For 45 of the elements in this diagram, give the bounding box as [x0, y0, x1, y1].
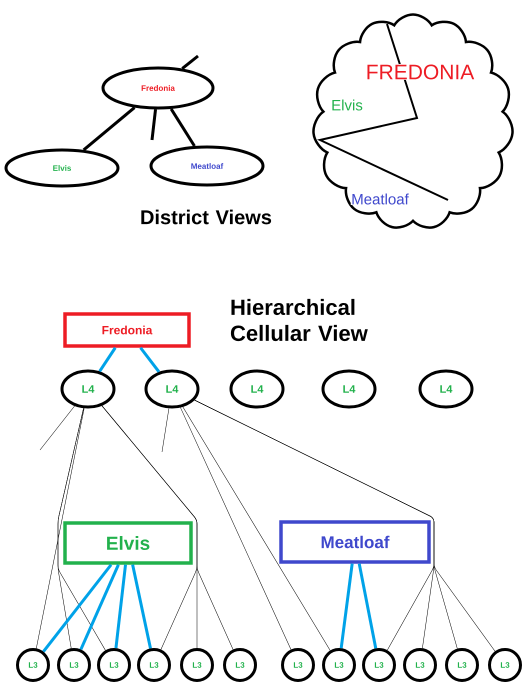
- circle-node: L3: [403, 648, 437, 682]
- connector-line: [180, 407, 292, 650]
- ellipse-node: L4: [322, 370, 376, 408]
- circle-node: L3: [57, 648, 91, 682]
- group-box: Elvis: [63, 521, 193, 565]
- connector-line: [42, 564, 112, 652]
- group-box: Fredonia: [63, 312, 191, 348]
- connector-line: [340, 564, 354, 648]
- circle-node: L3: [281, 648, 315, 682]
- district-cloud: FREDONIA Elvis Meatloaf: [312, 13, 514, 229]
- ellipse-node: Meatloaf: [150, 146, 264, 186]
- circle-node: L3: [223, 648, 257, 682]
- connector-line: [131, 564, 152, 649]
- ellipse-node: L4: [60, 370, 116, 408]
- ellipse-node: L4: [144, 370, 200, 408]
- connector-line: [102, 406, 234, 650]
- circle-node: L3: [445, 648, 479, 682]
- connector-line: [58, 408, 106, 651]
- connector-line: [358, 563, 378, 649]
- connector-line: [98, 346, 117, 372]
- connector-line: [182, 406, 330, 651]
- connector-line: [139, 346, 160, 373]
- connector-line: [114, 564, 127, 648]
- connector-line: [80, 564, 120, 650]
- connector-line: [40, 406, 75, 450]
- ellipse-node: Fredonia: [102, 66, 214, 110]
- circle-node: L3: [362, 648, 396, 682]
- ellipse-node: L4: [230, 370, 284, 408]
- circle-node: L3: [97, 648, 131, 682]
- connector-line: [162, 408, 170, 452]
- connector-line: [82, 106, 136, 152]
- connector-line: [36, 408, 84, 649]
- circle-node: L3: [137, 648, 171, 682]
- group-box: Meatloaf: [279, 520, 431, 564]
- circle-node: L3: [322, 648, 356, 682]
- connector-line: [181, 54, 199, 70]
- heading: Hierarchical Cellular View: [230, 298, 368, 342]
- circle-node: L3: [16, 648, 50, 682]
- circle-node: L3: [488, 648, 522, 682]
- ellipse-node: L4: [418, 370, 474, 408]
- circle-node: L3: [180, 648, 214, 682]
- ellipse-node: Elvis: [4, 148, 120, 188]
- heading: District Views: [141, 210, 272, 224]
- connector-line: [170, 108, 196, 147]
- connector-line: [150, 109, 158, 140]
